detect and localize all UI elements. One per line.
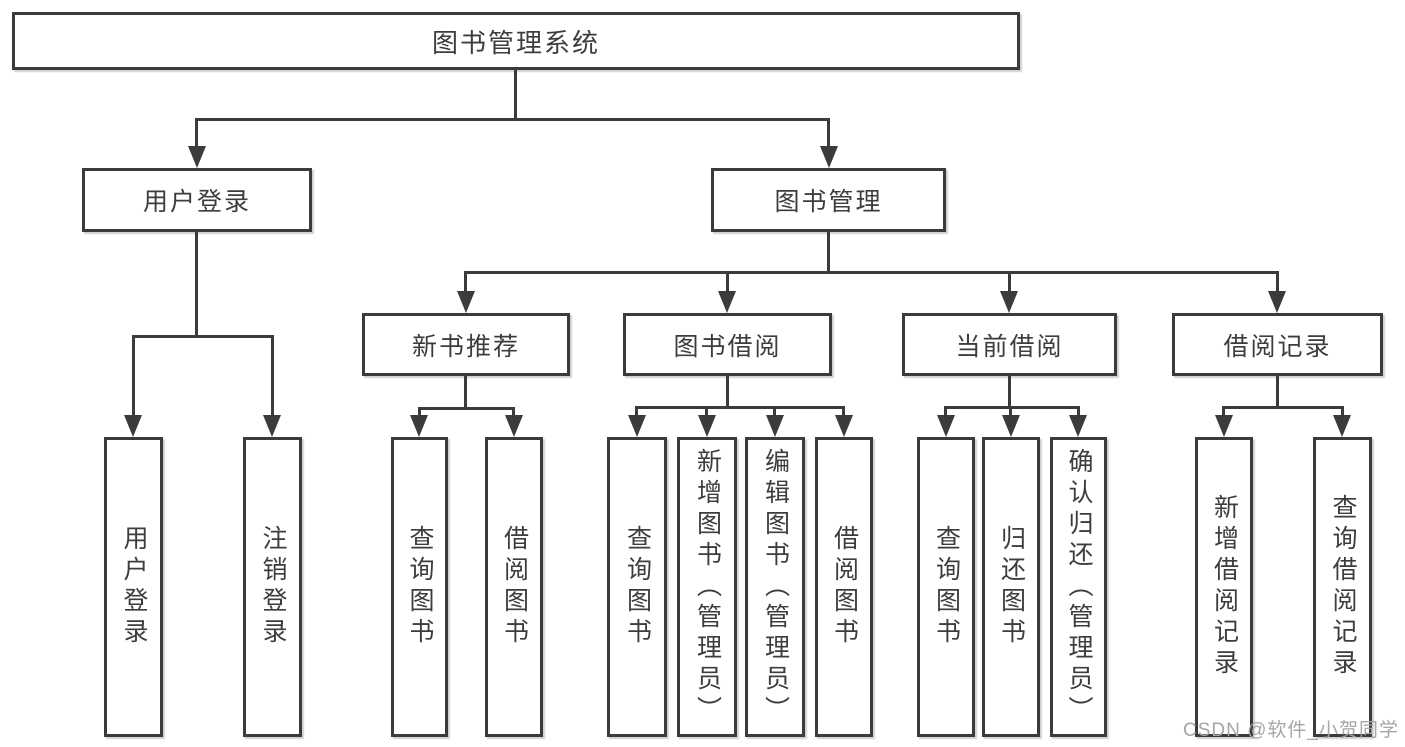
node-label: 借阅记录: [1223, 332, 1332, 361]
connector-line: [514, 69, 517, 118]
arrow-down-icon: [124, 415, 142, 437]
connector-line: [635, 406, 638, 417]
connector-line: [726, 271, 729, 293]
connector-line: [196, 118, 830, 121]
connector-line: [132, 335, 273, 338]
node-label: 查询图书: [932, 525, 961, 649]
arrow-down-icon: [505, 415, 523, 437]
arrow-down-icon: [766, 415, 784, 437]
node-label: 用户登录: [120, 525, 148, 649]
connector-line: [1008, 271, 1011, 293]
node-new-book-recommendation: 新书推荐: [362, 313, 570, 376]
node-return-book: 归还图书: [982, 437, 1040, 737]
arrow-down-icon: [698, 415, 716, 437]
node-label: 确认归还（管理员）: [1065, 447, 1093, 727]
connector-line: [773, 406, 776, 417]
csdn-watermark: CSDN @软件_小贺同学: [1183, 720, 1399, 741]
connector-line: [1276, 376, 1279, 406]
node-label: 查询图书: [623, 525, 652, 649]
connector-line: [827, 118, 830, 148]
node-confirm-return-admin: 确认归还（管理员）: [1050, 437, 1107, 737]
connector-line: [1008, 376, 1011, 406]
node-add-book-admin: 新增图书（管理员）: [677, 437, 737, 737]
connector-line: [705, 406, 708, 417]
connector-line: [827, 232, 830, 271]
connector-line: [1276, 271, 1279, 293]
arrow-down-icon: [188, 146, 206, 168]
connector-line: [842, 406, 845, 417]
connector-line: [1222, 406, 1342, 409]
node-current-borrowing: 当前借阅: [902, 313, 1117, 376]
node-label: 查询借阅记录: [1329, 494, 1357, 680]
node-label: 新增图书（管理员）: [693, 447, 722, 727]
arrow-down-icon: [457, 291, 475, 313]
connector-line: [271, 335, 274, 417]
connector-line: [195, 118, 198, 148]
node-label: 新书推荐: [411, 332, 520, 361]
arrow-down-icon: [937, 415, 955, 437]
connector-line: [132, 335, 135, 417]
connector-line: [464, 271, 1278, 274]
connector-line: [1341, 406, 1344, 417]
arrow-down-icon: [1333, 415, 1351, 437]
node-add-borrow-record: 新增借阅记录: [1195, 437, 1253, 737]
node-label: 当前借阅: [955, 332, 1064, 361]
arrow-down-icon: [628, 415, 646, 437]
node-borrow-books-borrowing: 借阅图书: [815, 437, 873, 737]
node-borrow-books-recommend: 借阅图书: [485, 437, 543, 737]
node-label: 查询图书: [406, 525, 434, 649]
node-label: 图书管理系统: [431, 27, 600, 58]
node-label: 新增借阅记录: [1210, 494, 1239, 680]
connector-line: [1222, 406, 1225, 417]
node-book-management-branch: 图书管理: [711, 168, 946, 232]
connector-line: [1009, 406, 1012, 417]
connector-line: [944, 406, 947, 417]
node-book-borrowing: 图书借阅: [623, 313, 832, 376]
node-logout: 注销登录: [243, 437, 302, 737]
connector-line: [418, 407, 515, 410]
arrow-down-icon: [410, 415, 428, 437]
node-query-books-recommend: 查询图书: [391, 437, 448, 737]
node-label: 注销登录: [259, 525, 287, 649]
node-user-login-branch: 用户登录: [82, 168, 312, 232]
connector-line: [195, 232, 198, 335]
arrow-down-icon: [820, 146, 838, 168]
node-query-books-borrowing: 查询图书: [607, 437, 667, 737]
connector-line: [512, 407, 515, 417]
arrow-down-icon: [1069, 415, 1087, 437]
connector-line: [418, 407, 421, 417]
node-borrowing-records: 借阅记录: [1172, 313, 1383, 376]
connector-line: [464, 271, 467, 293]
node-label: 借阅图书: [830, 525, 859, 649]
node-label: 图书管理: [774, 188, 883, 216]
node-library-management-system: 图书管理系统: [12, 12, 1020, 70]
arrow-down-icon: [1215, 415, 1233, 437]
arrow-down-icon: [718, 291, 736, 313]
arrow-down-icon: [263, 415, 281, 437]
node-label: 归还图书: [997, 525, 1026, 649]
node-label: 借阅图书: [500, 525, 529, 649]
connector-line: [464, 376, 467, 407]
connector-line: [726, 376, 729, 406]
node-label: 图书借阅: [673, 332, 782, 361]
arrow-down-icon: [1002, 415, 1020, 437]
node-label: 编辑图书（管理员）: [761, 447, 790, 727]
node-query-borrow-record: 查询借阅记录: [1313, 437, 1372, 737]
arrow-down-icon: [1268, 291, 1286, 313]
node-query-books-current: 查询图书: [917, 437, 975, 737]
connector-line: [1077, 406, 1080, 417]
arrow-down-icon: [1000, 291, 1018, 313]
node-label: 用户登录: [142, 188, 251, 216]
node-edit-book-admin: 编辑图书（管理员）: [745, 437, 805, 737]
node-user-login: 用户登录: [104, 437, 163, 737]
connector-line: [635, 406, 844, 409]
arrow-down-icon: [835, 415, 853, 437]
